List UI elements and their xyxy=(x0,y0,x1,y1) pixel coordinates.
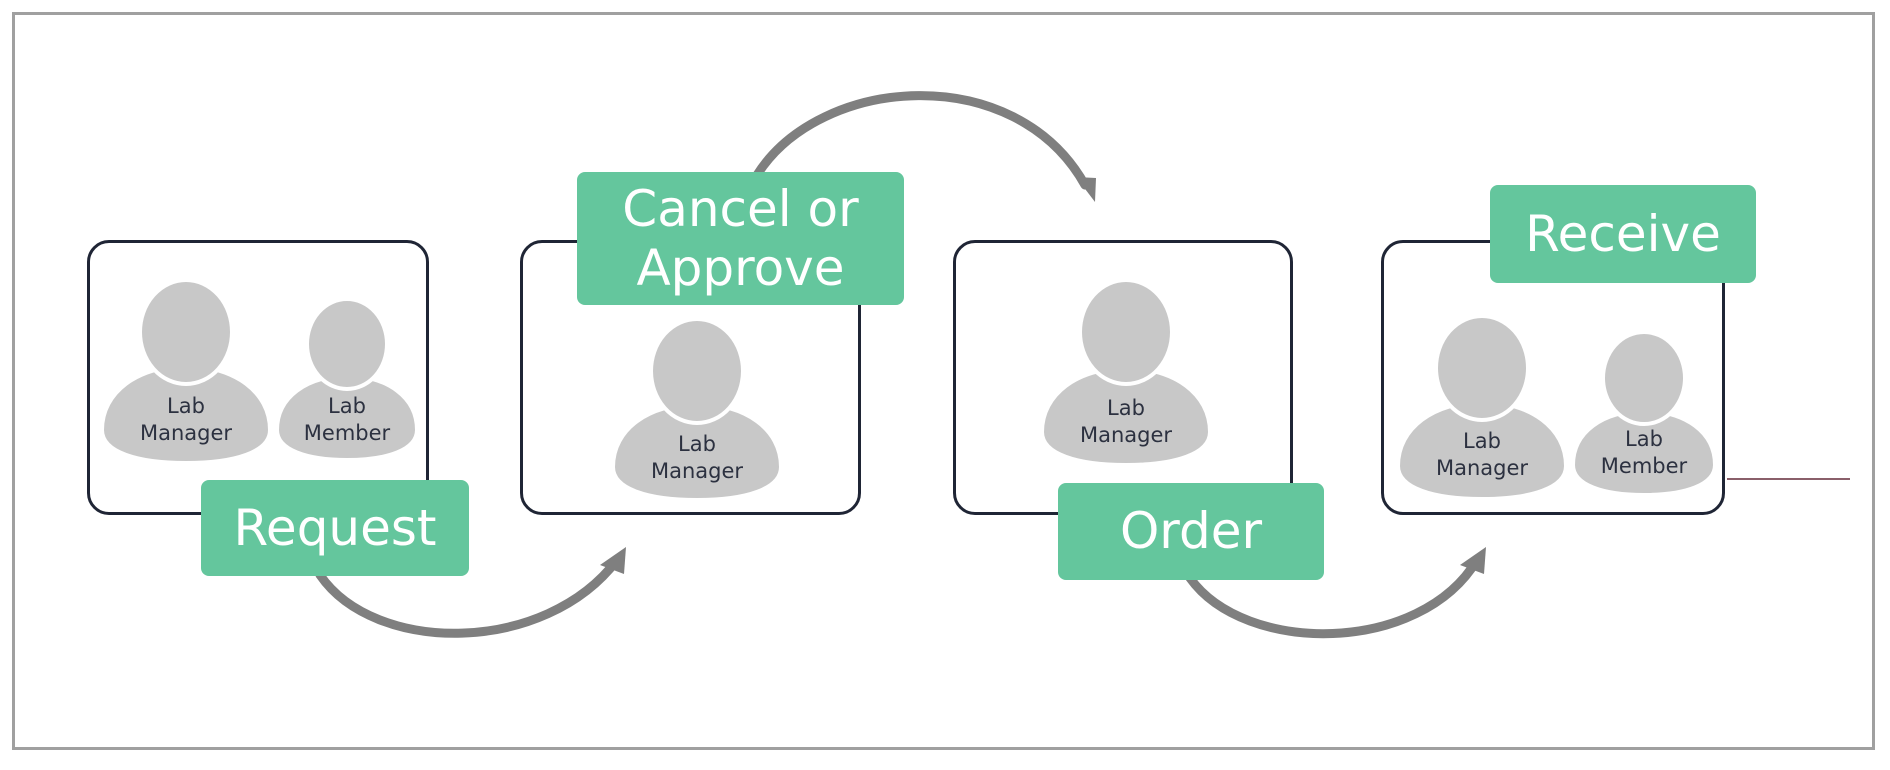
arrow-head-icon xyxy=(1460,547,1486,574)
arrow-head-icon xyxy=(600,547,626,574)
person-role-line: Manager xyxy=(650,459,744,484)
person-lab-manager: Lab Manager xyxy=(1040,280,1212,468)
person-role-line: Lab xyxy=(328,394,366,418)
person-icon xyxy=(611,319,783,502)
stage-label-line: Cancel or xyxy=(622,179,859,238)
person-role-line: Lab xyxy=(678,432,716,456)
stage-box-order: Lab Manager xyxy=(953,240,1293,515)
person-lab-member: Lab Member xyxy=(275,300,419,462)
person-icon xyxy=(1040,280,1212,468)
stage-label-order: Order xyxy=(1058,483,1324,580)
person-role-line: Member xyxy=(1600,454,1688,479)
stage-box-receive: Lab Manager Lab Member xyxy=(1381,240,1725,515)
person-role-line: Manager xyxy=(1435,456,1529,481)
person-lab-manager: Lab Manager xyxy=(611,319,783,502)
stage-box-request: Lab Manager Lab Member xyxy=(87,240,429,515)
stage-label-approve: Cancel or Approve xyxy=(577,172,904,305)
stage-label-line: Approve xyxy=(636,238,845,297)
person-icon xyxy=(100,280,272,465)
person-role-line: Lab xyxy=(167,394,205,418)
diagram-frame xyxy=(12,12,1875,750)
person-icon xyxy=(1396,316,1568,502)
person-role-line: Lab xyxy=(1625,427,1663,451)
stage-label-line: Receive xyxy=(1525,204,1721,263)
stage-label-line: Order xyxy=(1119,502,1263,560)
person-role-line: Manager xyxy=(139,421,233,446)
person-lab-manager: Lab Manager xyxy=(1396,316,1568,502)
person-lab-manager: Lab Manager xyxy=(100,280,272,465)
arrow-approve-to-order xyxy=(752,91,1090,190)
arrow-head-icon xyxy=(1076,177,1096,202)
person-icon xyxy=(1571,333,1717,498)
stage-label-request: Request xyxy=(201,480,469,576)
person-role-line: Lab xyxy=(1107,396,1145,420)
person-lab-member: Lab Member xyxy=(1571,333,1717,498)
person-role-line: Manager xyxy=(1079,423,1173,448)
person-role-line: Member xyxy=(303,421,391,446)
stage-label-receive: Receive xyxy=(1490,185,1756,283)
person-role-line: Lab xyxy=(1463,429,1501,453)
person-icon xyxy=(275,300,419,462)
arrow-request-to-approve xyxy=(315,555,622,638)
connector-line xyxy=(1727,478,1850,480)
stage-label-line: Request xyxy=(233,498,437,557)
arrow-order-to-receive xyxy=(1185,555,1482,639)
